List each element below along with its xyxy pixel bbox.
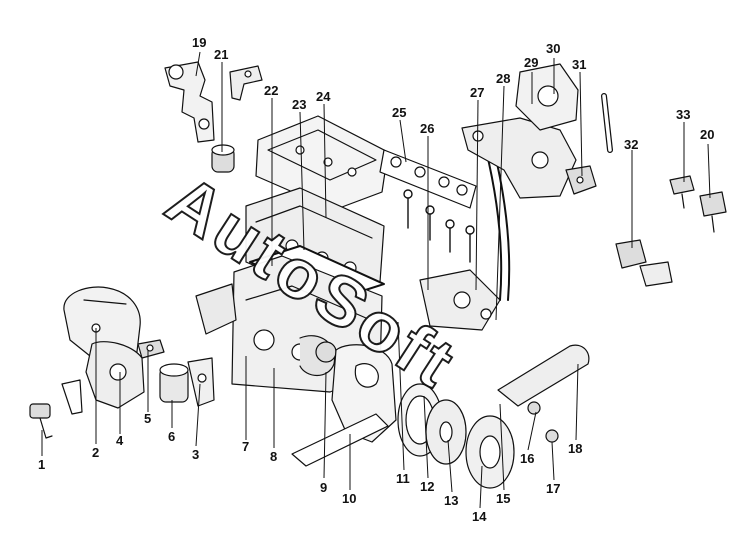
- part-water-pipe: [497, 344, 590, 443]
- part-small-sensor: [137, 339, 165, 359]
- callout-number: 30: [546, 41, 561, 56]
- callout-number: 27: [470, 85, 485, 100]
- callout-number: 25: [392, 105, 407, 120]
- callout-number: 18: [568, 441, 583, 456]
- part-exhaust-manifold: [461, 117, 577, 199]
- callout-number: 19: [192, 35, 207, 50]
- callout-number: 8: [270, 449, 278, 464]
- part-valve-cover: [255, 115, 389, 211]
- callout-number: 24: [316, 89, 331, 104]
- part-oil-pump: [61, 341, 145, 415]
- callout-number: 5: [144, 411, 152, 426]
- callout-number: 9: [320, 480, 328, 495]
- part-temp-sender: [699, 191, 727, 233]
- callout-number: 7: [242, 439, 250, 454]
- callout-number: 15: [496, 491, 511, 506]
- callout-number: 13: [444, 493, 459, 508]
- callout-number: 20: [700, 127, 715, 142]
- part-fuel-rail: [419, 149, 511, 331]
- part-engine-mount: [615, 239, 673, 287]
- part-coolant-sensor: [669, 175, 695, 209]
- part-thermostat-housing: [164, 61, 215, 143]
- part-clutch-disc: [425, 399, 467, 465]
- callout-number: 26: [420, 121, 435, 136]
- callout-number: 12: [420, 479, 435, 494]
- callout-number: 29: [524, 55, 539, 70]
- callout-number: 1: [38, 457, 46, 472]
- callout-number: 3: [192, 447, 200, 462]
- part-pressure-plate: [465, 415, 515, 489]
- callout-number: 22: [264, 83, 279, 98]
- callout-number: 10: [342, 491, 357, 506]
- part-oil-pan-gasket: [291, 413, 389, 467]
- part-rubber-mount: [211, 144, 235, 173]
- callout-number: 16: [520, 451, 535, 466]
- callout-number: 28: [496, 71, 511, 86]
- part-small-bracket: [229, 65, 263, 101]
- part-filter-bracket: [187, 357, 215, 407]
- callout-number: 11: [396, 471, 410, 486]
- callout-number: 23: [292, 97, 307, 112]
- part-oil-filter: [159, 363, 189, 403]
- callout-number: 21: [214, 47, 229, 62]
- callout-number: 33: [676, 107, 691, 122]
- part-breather-hose: [601, 93, 613, 153]
- callout-number: 14: [472, 509, 487, 524]
- callout-number: 4: [116, 433, 124, 448]
- callout-number: 6: [168, 429, 176, 444]
- callout-number: 31: [572, 57, 587, 72]
- part-oil-pressure-switch: [29, 403, 53, 439]
- callout-number: 2: [92, 445, 100, 460]
- part-idle-valve: [565, 165, 597, 195]
- callout-number: 17: [546, 481, 561, 496]
- callout-number: 32: [624, 137, 639, 152]
- leader-lines: [41, 51, 711, 509]
